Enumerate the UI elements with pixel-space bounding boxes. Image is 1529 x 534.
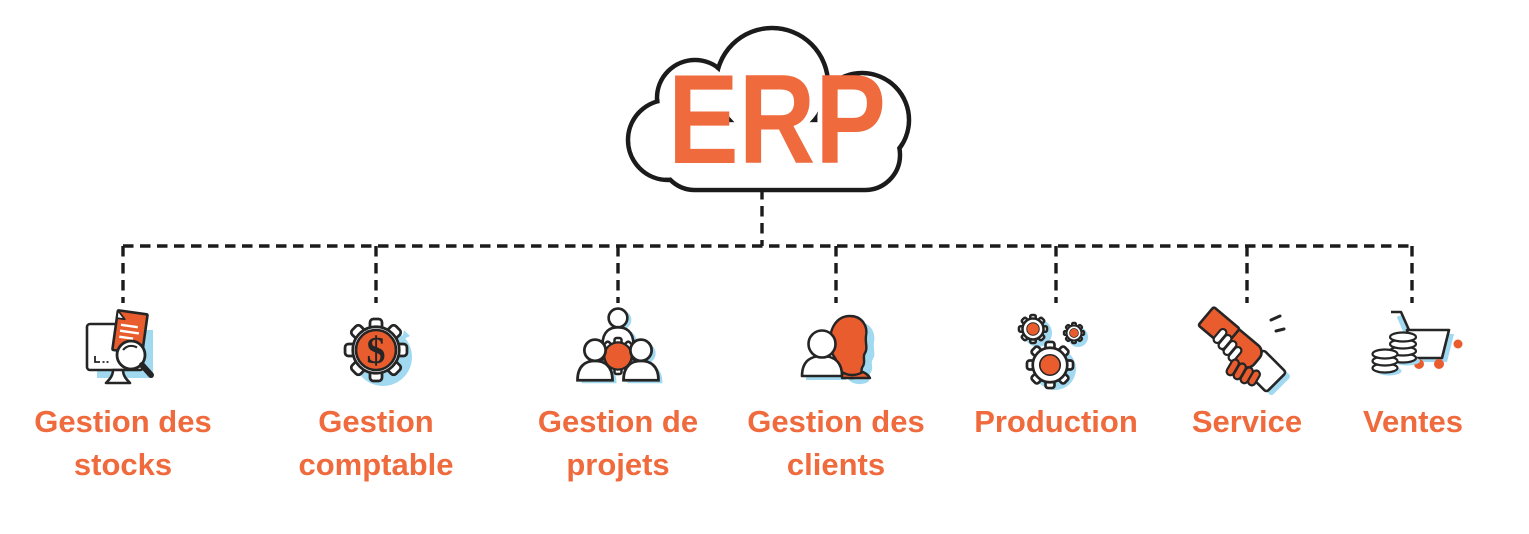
- module-production: Production: [946, 306, 1166, 443]
- customers-icon: [800, 314, 875, 385]
- module-gestion-projets: Gestion de projets: [508, 306, 728, 486]
- module-service: Service: [1137, 306, 1357, 443]
- shopping-cart-coins-icon: [1371, 310, 1463, 376]
- inventory-search-monitor-icon: [85, 309, 154, 385]
- module-label: Ventes: [1363, 404, 1463, 439]
- module-label: Production: [974, 404, 1138, 439]
- erp-title: ERP: [668, 48, 886, 190]
- module-label: Service: [1191, 404, 1303, 439]
- dollar-gear-icon: $: [343, 317, 412, 386]
- dollar-symbol: $: [367, 330, 386, 372]
- module-gestion-stocks: Gestion des stocks: [13, 306, 233, 486]
- module-label: Gestion des stocks: [34, 404, 212, 482]
- handshake-icon: [1197, 306, 1290, 395]
- erp-cloud: ERP: [610, 16, 930, 201]
- module-ventes: Ventes: [1303, 306, 1523, 443]
- module-gestion-comptable: $ Gestion comptable: [266, 306, 486, 486]
- module-label: Gestion de projets: [537, 404, 699, 482]
- team-gear-icon: [576, 307, 663, 384]
- module-gestion-clients: Gestion des clients: [726, 306, 946, 486]
- cloud-icon: ERP: [625, 25, 912, 193]
- gears-icon: [1018, 314, 1088, 390]
- module-label: Gestion des clients: [747, 404, 925, 482]
- module-label: Gestion comptable: [298, 404, 454, 482]
